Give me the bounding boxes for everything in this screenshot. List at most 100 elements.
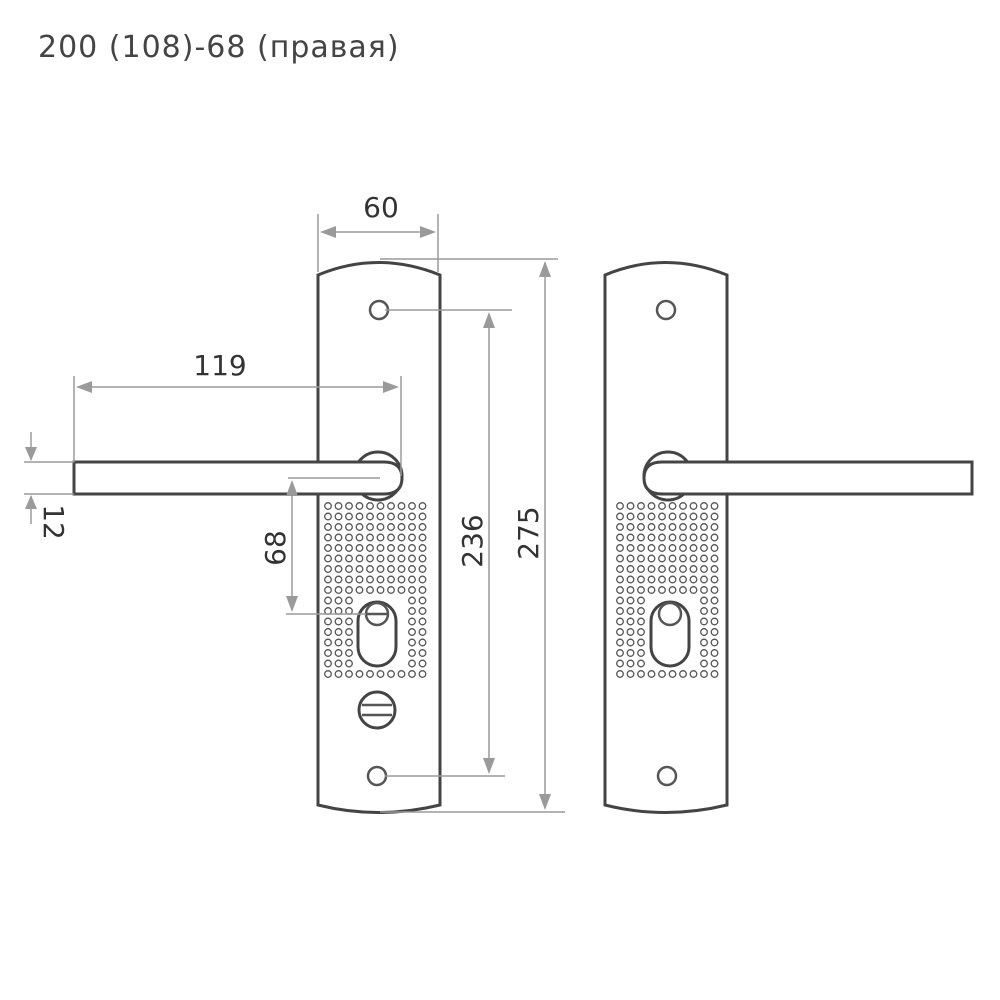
- pattern-dot: [345, 575, 353, 584]
- pattern-dot: [324, 659, 332, 668]
- pattern-dot: [647, 512, 656, 521]
- pattern-dot: [345, 659, 353, 668]
- pattern-dot: [689, 670, 698, 678]
- pattern-dot: [710, 659, 719, 668]
- pattern-dot: [689, 533, 698, 542]
- pattern-dot: [700, 670, 708, 678]
- pattern-dot: [345, 523, 353, 531]
- pattern-dot: [700, 533, 708, 542]
- pattern-dot: [397, 523, 406, 531]
- pattern-dot: [418, 544, 427, 552]
- pattern-dot: [616, 628, 624, 636]
- pattern-dot: [324, 565, 332, 573]
- pattern-dot: [366, 523, 374, 531]
- pattern-dot: [387, 523, 395, 531]
- back-bottom-screw-hole: [656, 765, 678, 787]
- pattern-dot: [324, 586, 332, 594]
- pattern-dot: [366, 565, 374, 573]
- pattern-dot: [710, 670, 719, 678]
- pattern-dot: [397, 533, 406, 542]
- pattern-dot: [658, 533, 666, 542]
- dimension-label-12: 12: [37, 504, 70, 540]
- pattern-dot: [679, 670, 687, 678]
- dimension-60: 60: [317, 191, 439, 272]
- pattern-dot: [366, 554, 374, 563]
- pattern-dot: [700, 649, 708, 657]
- dimension-label-60: 60: [363, 191, 399, 224]
- pattern-dot: [679, 502, 687, 510]
- pattern-dot: [700, 554, 708, 563]
- pattern-dot: [408, 502, 416, 510]
- pattern-dot: [616, 649, 624, 657]
- pattern-dot: [616, 670, 624, 678]
- pattern-dot: [334, 586, 343, 594]
- pattern-dot: [418, 533, 427, 542]
- pattern-dot: [658, 554, 666, 563]
- pattern-dot: [334, 565, 343, 573]
- pattern-dot: [637, 670, 645, 678]
- pattern-dot: [408, 523, 416, 531]
- pattern-dot: [668, 670, 677, 678]
- pattern-dot: [710, 575, 719, 584]
- pattern-dot: [418, 565, 427, 573]
- pattern-dot: [324, 638, 332, 647]
- pattern-dot: [689, 565, 698, 573]
- pattern-dot: [355, 533, 364, 542]
- pattern-dot: [408, 617, 416, 626]
- pattern-dot: [700, 586, 708, 594]
- pattern-dot: [637, 659, 645, 668]
- pattern-dot: [647, 565, 656, 573]
- pattern-dot: [626, 607, 635, 615]
- pattern-dot: [710, 533, 719, 542]
- pattern-dot: [700, 659, 708, 668]
- pattern-dot: [700, 502, 708, 510]
- back-view: [603, 261, 974, 814]
- pattern-dot: [616, 554, 624, 563]
- pattern-dot: [345, 596, 353, 605]
- pattern-dot: [710, 554, 719, 563]
- pattern-dot: [616, 565, 624, 573]
- pattern-dot: [626, 649, 635, 657]
- pattern-dot: [397, 554, 406, 563]
- pattern-dot: [345, 502, 353, 510]
- pattern-dot: [345, 554, 353, 563]
- pattern-dot: [679, 575, 687, 584]
- pattern-dot: [626, 533, 635, 542]
- front-cylinder-slot: [356, 600, 398, 668]
- pattern-dot: [418, 586, 427, 594]
- pattern-dot: [387, 586, 395, 594]
- pattern-dot: [334, 617, 343, 626]
- pattern-dot: [710, 523, 719, 531]
- pattern-dot: [679, 512, 687, 521]
- pattern-dot: [647, 502, 656, 510]
- pattern-dot: [637, 554, 645, 563]
- pattern-dot: [334, 544, 343, 552]
- pattern-dot: [334, 575, 343, 584]
- pattern-dot: [408, 533, 416, 542]
- pattern-dot: [418, 617, 427, 626]
- pattern-dot: [616, 523, 624, 531]
- pattern-dot: [647, 586, 656, 594]
- pattern-dot: [637, 638, 645, 647]
- front-privacy-turn: [357, 690, 397, 730]
- pattern-dot: [324, 544, 332, 552]
- pattern-dot: [345, 565, 353, 573]
- pattern-dot: [616, 659, 624, 668]
- pattern-dot: [366, 544, 374, 552]
- pattern-dot: [647, 554, 656, 563]
- pattern-dot: [408, 607, 416, 615]
- pattern-dot: [376, 533, 385, 542]
- dimension-236: 236: [385, 309, 512, 777]
- dimension-label-68: 68: [259, 530, 292, 566]
- pattern-dot: [345, 512, 353, 521]
- dimension-label-236: 236: [456, 514, 489, 567]
- pattern-dot: [324, 628, 332, 636]
- pattern-dot: [626, 523, 635, 531]
- pattern-dot: [355, 544, 364, 552]
- pattern-dot: [668, 575, 677, 584]
- pattern-dot: [626, 659, 635, 668]
- pattern-dot: [408, 638, 416, 647]
- pattern-dot: [637, 596, 645, 605]
- pattern-dot: [710, 617, 719, 626]
- pattern-dot: [408, 554, 416, 563]
